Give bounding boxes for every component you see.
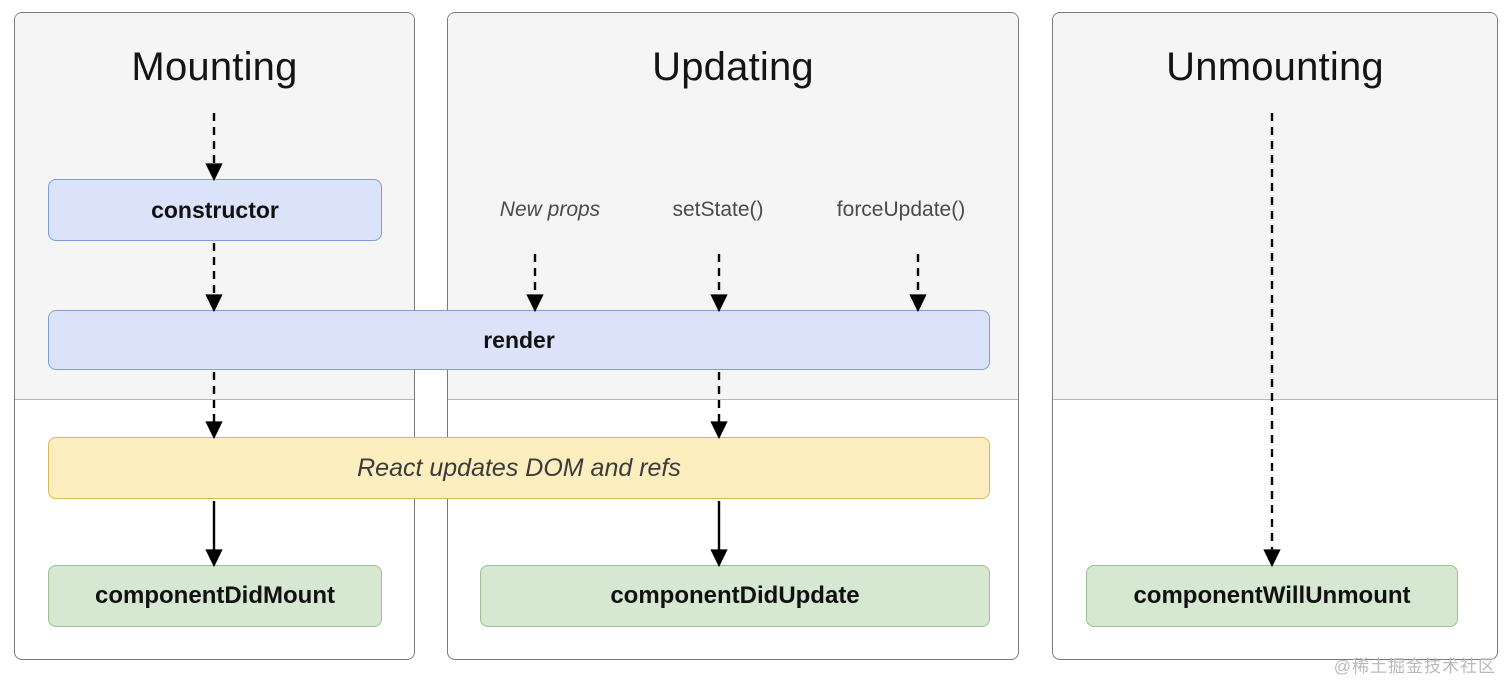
phase-title-unmounting: Unmounting: [1166, 45, 1384, 89]
lifecycle-box-render-label: render: [483, 326, 555, 353]
lifecycle-box-render[interactable]: render: [48, 310, 990, 370]
lifecycle-box-component-did-mount-label: componentDidMount: [95, 582, 335, 609]
lifecycle-box-component-did-update-label: componentDidUpdate: [610, 582, 860, 609]
lifecycle-box-component-will-unmount[interactable]: componentWillUnmount: [1086, 565, 1458, 627]
phase-panel-unmounting: Unmounting: [1052, 12, 1498, 660]
lifecycle-box-component-did-update[interactable]: componentDidUpdate: [480, 565, 990, 627]
phase-title-updating: Updating: [652, 45, 814, 89]
lifecycle-box-react-updates-label: React updates DOM and refs: [357, 453, 681, 482]
phase-panel-unmounting-top-region: [1053, 13, 1497, 400]
lifecycle-box-constructor-label: constructor: [151, 196, 279, 223]
trigger-label-set-state: setState(): [672, 198, 764, 221]
phase-title-mounting: Mounting: [131, 45, 298, 89]
lifecycle-box-react-updates-dom-and-refs[interactable]: React updates DOM and refs: [48, 437, 990, 499]
lifecycle-box-component-will-unmount-label: componentWillUnmount: [1133, 582, 1411, 609]
trigger-label-new-props: New props: [499, 198, 601, 221]
trigger-label-force-update: forceUpdate(): [836, 198, 966, 221]
lifecycle-box-component-did-mount[interactable]: componentDidMount: [48, 565, 382, 627]
watermark: @稀土掘金技术社区: [1333, 657, 1496, 676]
lifecycle-box-constructor[interactable]: constructor: [48, 179, 382, 241]
